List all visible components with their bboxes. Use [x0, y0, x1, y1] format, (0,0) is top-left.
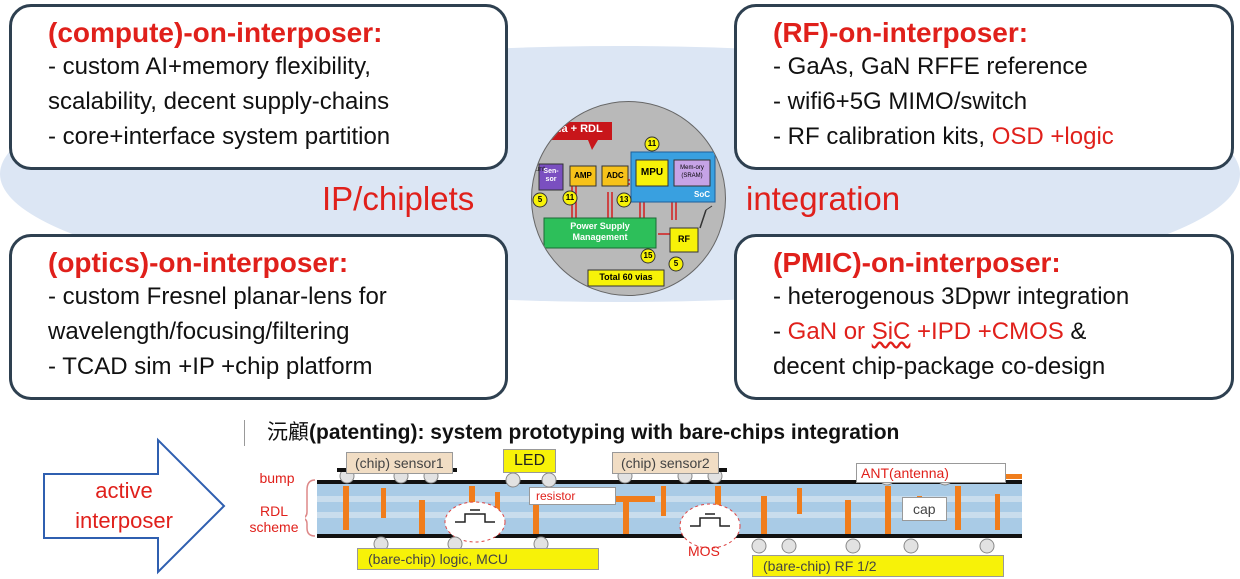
via-num-11b: 11 [565, 193, 575, 202]
via-rdl-label: Via + RDL [551, 123, 603, 135]
optics-box: (optics)-on-interposer: - custom Fresnel… [9, 234, 508, 400]
via-num-11a: 11 [647, 139, 657, 148]
bump-label: bump [259, 470, 295, 486]
soc-label: SoC [694, 190, 710, 199]
amp-block: AMP [574, 171, 592, 180]
sensor1-chip: (chip) sensor1 [346, 452, 453, 474]
pmic-line-2-ipd: +IPD +CMOS [910, 318, 1064, 345]
active-interposer-label: active interposer [75, 478, 173, 533]
rf-line-1: - GaAs, GaN RFFE reference [773, 53, 1088, 80]
total-vias-label: Total 60 vias [599, 272, 653, 282]
compute-box: (compute)-on-interposer: - custom AI+mem… [9, 4, 508, 170]
compute-line-2: scalability, decent supply-chains [48, 88, 390, 115]
rf-line-3: - RF calibration kits, OSD +logic [773, 119, 1217, 154]
mos-label: MOS [688, 543, 720, 559]
caption-bold: (patenting) [309, 421, 418, 444]
patenting-caption: 沅顧(patenting): system prototyping with b… [244, 420, 899, 446]
compute-title: (compute)-on-interposer: [48, 17, 383, 48]
via-num-5b: 5 [673, 259, 679, 268]
optics-title: (optics)-on-interposer: [48, 247, 349, 278]
caption-rest: : system prototyping with bare-chips int… [417, 421, 900, 444]
caption-cjk: 沅顧 [267, 421, 309, 444]
pmic-line-2-gan: GaN or [787, 318, 872, 345]
rf-box: (RF)-on-interposer: - GaAs, GaN RFFE ref… [734, 4, 1234, 170]
cap-label: cap [902, 497, 947, 521]
via-num-5a: 5 [537, 195, 543, 204]
compute-line-3: - core+interface system partition [48, 123, 391, 150]
led-chip: LED [503, 449, 557, 473]
compute-line-1: - custom AI+memory flexibility, [48, 53, 371, 80]
pmic-line-2-dash: - [773, 318, 788, 345]
rf-line-3-highlight: OSD +logic [991, 123, 1114, 150]
via-num-15: 15 [643, 251, 653, 260]
rdl-scheme-label: RDL scheme [249, 503, 299, 535]
interposer-disc: Via + RDL Via count Sen-sor AMP ADC MPU … [531, 101, 726, 296]
mpu-block: MPU [640, 167, 664, 178]
pmic-line-2: - GaN or SiC +IPD +CMOS & [773, 314, 1217, 349]
resistor-label: resistor [529, 487, 617, 505]
integration-label: integration [746, 180, 901, 217]
sensor-block: Sen-sor [543, 168, 559, 183]
memory-block: Mem-ory (SRAM) [680, 165, 704, 179]
adc-block: ADC [606, 171, 624, 180]
optics-line-1: - custom Fresnel planar-lens for [48, 283, 387, 310]
rf12-chip: (bare-chip) RF 1/2 [752, 555, 1004, 577]
optics-line-2: wavelength/focusing/filtering [48, 318, 350, 345]
optics-line-3: - TCAD sim +IP +chip platform [48, 353, 373, 380]
ip-chiplets-label: IP/chiplets [322, 180, 475, 217]
via-num-13: 13 [619, 195, 629, 204]
pmic-line-1: - heterogenous 3Dpwr integration [773, 283, 1130, 310]
pmic-title: (PMIC)-on-interposer: [773, 247, 1061, 278]
via-count-label: Via count [531, 158, 546, 173]
pmic-box: (PMIC)-on-interposer: - heterogenous 3Dp… [734, 234, 1234, 400]
logic-mcu-chip: (bare-chip) logic, MCU [357, 548, 600, 570]
rf-line-2: - wifi6+5G MIMO/switch [773, 88, 1028, 115]
rf-line-3-text: - RF calibration kits, [773, 123, 992, 150]
disc-graphics [532, 122, 716, 287]
pmic-line-2-sic: SiC [871, 318, 911, 345]
active-interposer-arrow [43, 437, 226, 575]
antenna-label: ANT(antenna) [856, 463, 1006, 483]
rf-block: RF [678, 234, 690, 244]
pmic-line-2-amp: & [1063, 318, 1087, 345]
pmic-line-3: decent chip-package co-design [773, 353, 1106, 380]
rf-title: (RF)-on-interposer: [773, 17, 1029, 48]
sensor2-chip: (chip) sensor2 [612, 452, 719, 474]
psm-block: Power Supply Management [570, 221, 630, 242]
